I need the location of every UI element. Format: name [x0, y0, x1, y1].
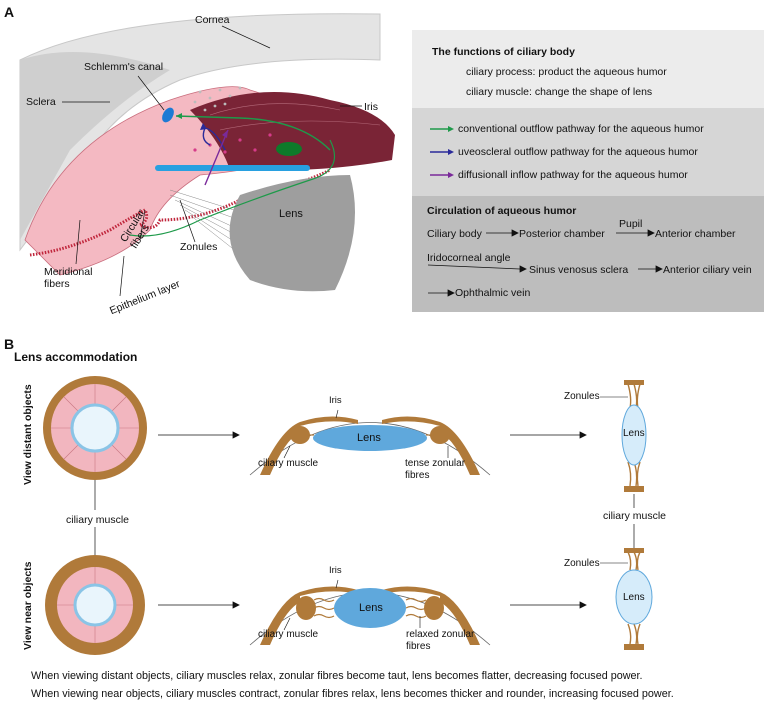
zonules-near-label: Zonules	[564, 558, 600, 569]
functions-line-2: ciliary muscle: change the shape of lens	[466, 86, 653, 98]
zonules-distant-label: Zonules	[564, 391, 600, 402]
legend-conventional-label: conventional outflow pathway for the aqu…	[458, 123, 704, 135]
right-connector	[633, 494, 635, 548]
lens-label-a: Lens	[279, 208, 303, 220]
blue-band	[155, 165, 310, 171]
lens-shape	[229, 175, 355, 292]
green-structure	[276, 142, 302, 156]
circ-ciliary-body: Ciliary body	[427, 228, 482, 240]
iris-label: Iris	[364, 101, 378, 113]
distant-lens	[313, 425, 427, 451]
circ-anterior-chamber: Anterior chamber	[655, 228, 736, 240]
iris-shape	[190, 92, 395, 170]
near-lens	[334, 588, 406, 628]
tense-fibres-label-1: tense zonular	[405, 458, 466, 469]
circ-ophthalmic-vein: Ophthalmic vein	[455, 287, 531, 299]
schlemms-canal-label: Schlemm's canal	[84, 61, 164, 73]
circ-anterior-ciliary-vein: Anterior ciliary vein	[663, 264, 752, 276]
distant-iris-label: Iris	[329, 395, 342, 406]
side-lens-near	[600, 548, 653, 650]
ciliary-muscle-right-label: ciliary muscle	[603, 510, 667, 522]
side-lens-distant-label: Lens	[623, 428, 645, 439]
circulation-title: Circulation of aqueous humor	[427, 205, 577, 217]
near-eye-diagram	[249, 579, 491, 646]
functions-line-1: ciliary process: product the aqueous hum…	[466, 66, 667, 78]
ciliary-rings	[43, 376, 147, 655]
sclera-shape	[20, 52, 170, 240]
side-lens-distant	[600, 380, 647, 492]
pathways-box	[412, 108, 764, 196]
circ-pupil: Pupil	[619, 218, 643, 230]
legend-uveoscleral-label: uveoscleral outflow pathway for the aque…	[458, 146, 698, 158]
relaxed-fibres-label-2: fibres	[406, 641, 431, 652]
distant-eye-diagram	[249, 409, 491, 476]
legend-diffusional: diffusionall inflow pathway for the aque…	[430, 169, 688, 181]
lens-accommodation-title: Lens accommodation	[14, 350, 138, 364]
near-ciliary-muscle-label: ciliary muscle	[258, 629, 319, 640]
functions-box	[412, 30, 764, 108]
caption-near: When viewing near objects, ciliary muscl…	[31, 688, 674, 700]
circ-posterior-chamber: Posterior chamber	[519, 228, 605, 240]
schlemms-canal-shape	[162, 107, 174, 123]
relaxed-fibres-label-1: relaxed zonular	[406, 629, 475, 640]
legend-uveoscleral: uveoscleral outflow pathway for the aque…	[430, 146, 698, 158]
blue-arrow-icon	[430, 149, 454, 155]
green-pathway-arrow	[175, 115, 331, 151]
tense-fibres-label-2: fibres	[405, 470, 430, 481]
functions-title: The functions of ciliary body	[432, 46, 575, 58]
zonules-label-a: Zonules	[180, 241, 218, 253]
meridional-fibers-label: Meridional fibers	[44, 266, 93, 290]
side-lens-near-label: Lens	[623, 592, 645, 603]
circulation-arrows	[427, 229, 663, 297]
cornea-label: Cornea	[195, 14, 230, 26]
legend-diffusional-label: diffusionall inflow pathway for the aque…	[458, 169, 688, 181]
distant-ciliary-muscle-label: ciliary muscle	[258, 458, 319, 469]
ciliary-muscle-left-label: ciliary muscle	[66, 514, 130, 526]
green-pathway-curve	[129, 139, 335, 237]
near-iris-label: Iris	[329, 565, 342, 576]
green-arrow-icon	[430, 126, 454, 132]
eye-cross-section-diagram	[19, 13, 395, 297]
purple-arrow-icon	[430, 172, 454, 178]
circ-sinus-venosus: Sinus venosus sclera	[529, 264, 629, 276]
sclera-label: Sclera	[26, 96, 56, 108]
near-lens-label: Lens	[359, 602, 383, 614]
circ-iridocorneal-angle: Iridocorneal angle	[427, 252, 511, 264]
legend-conventional: conventional outflow pathway for the aqu…	[430, 123, 704, 135]
distant-lens-label: Lens	[357, 432, 381, 444]
circulation-box	[412, 196, 764, 312]
panel-a-letter: A	[4, 4, 15, 20]
caption-distant: When viewing distant objects, ciliary mu…	[31, 670, 643, 682]
panel-b-letter: B	[4, 336, 15, 352]
distant-ring	[43, 376, 147, 480]
purple-pathway-arrow	[204, 129, 229, 186]
near-ring	[45, 555, 145, 655]
